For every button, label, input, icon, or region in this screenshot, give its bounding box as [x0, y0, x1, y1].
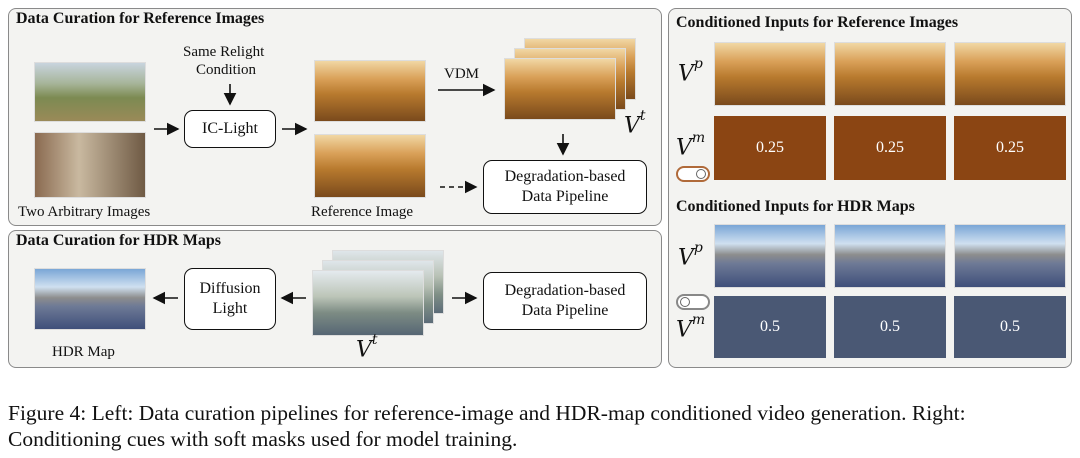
toggle-knob-ref [696, 169, 706, 179]
ref-frame-2 [834, 42, 946, 106]
reference-image [314, 134, 426, 198]
vt-label-top: Vt [624, 108, 646, 139]
vm-label-ref: Vm [676, 130, 706, 161]
vp-label-ref: Vp [678, 56, 703, 87]
ref-mask-3: 0.25 [954, 116, 1066, 180]
hdr-mask-2: 0.5 [834, 296, 946, 358]
hdr-frame-2 [834, 224, 946, 288]
ic-light-label: IC-Light [202, 120, 258, 137]
hdr-frame-1 [714, 224, 826, 288]
vp-label-hdr: Vp [678, 240, 703, 271]
vm-label-hdr: Vm [676, 312, 706, 343]
hdr-map-label: HDR Map [52, 344, 115, 360]
sheep-field-image [34, 62, 146, 122]
reference-curation-title: Data Curation for Reference Images [16, 10, 265, 27]
vt-label-bottom: Vt [356, 332, 378, 363]
hdr-mask-3: 0.5 [954, 296, 1066, 358]
hdr-video-frame-1 [312, 270, 424, 336]
reference-image-label: Reference Image [311, 204, 414, 220]
hdr-map-image [34, 268, 146, 330]
toggle-knob-hdr [680, 297, 690, 307]
hdr-curation-title: Data Curation for HDR Maps [16, 232, 222, 249]
hdr-mask-1: 0.5 [714, 296, 826, 358]
same-relight-label: Same Relight [183, 44, 265, 60]
ref-inputs-title: Conditioned Inputs for Reference Images [676, 14, 959, 31]
ref-frame-3 [954, 42, 1066, 106]
relit-sheep-image [314, 60, 426, 122]
mask-toggle-hdr[interactable] [676, 294, 710, 310]
ref-frame-1 [714, 42, 826, 106]
condition-label: Condition [196, 62, 257, 78]
ref-mask-2: 0.25 [834, 116, 946, 180]
two-images-label: Two Arbitrary Images [18, 204, 151, 220]
vdm-label: VDM [444, 66, 480, 82]
hdr-inputs-title: Conditioned Inputs for HDR Maps [676, 198, 915, 215]
video-frame-1 [504, 58, 616, 120]
hdr-frame-3 [954, 224, 1066, 288]
figure-caption: Figure 4: Left: Data curation pipelines … [8, 401, 966, 451]
ic-light-box: IC-Light [184, 110, 276, 148]
ref-mask-1: 0.25 [714, 116, 826, 180]
man-room-image [34, 132, 146, 198]
mask-toggle-ref[interactable] [676, 166, 710, 182]
